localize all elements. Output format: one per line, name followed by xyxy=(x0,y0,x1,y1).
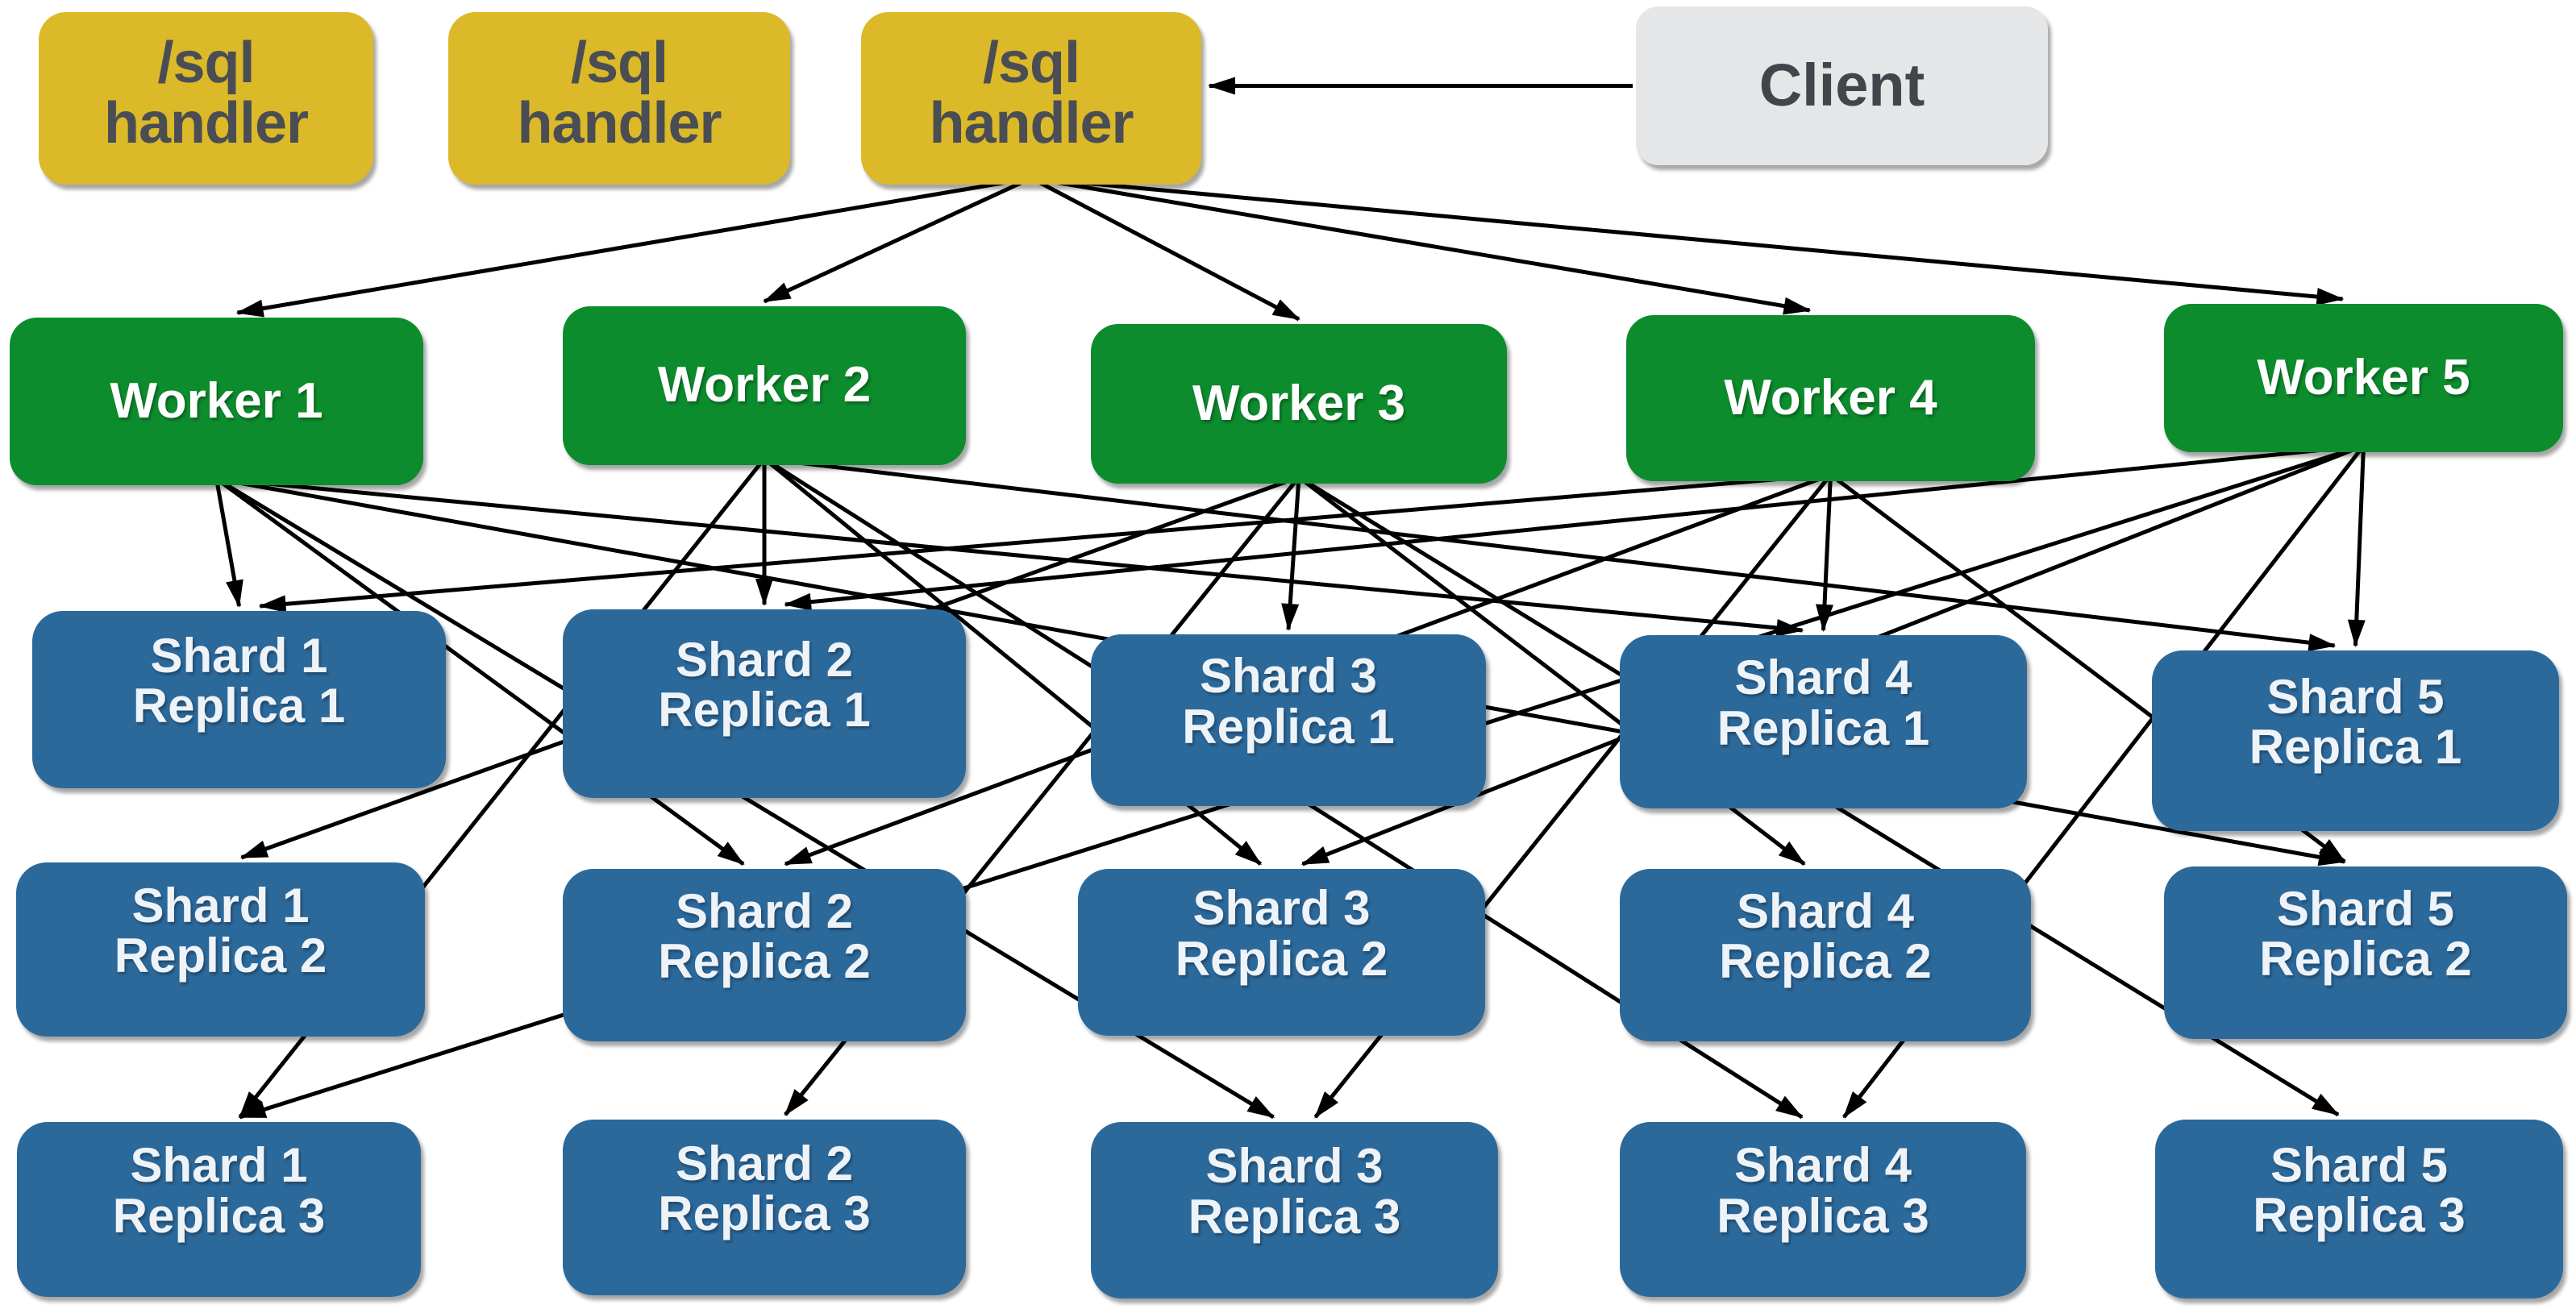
node-s4r1: Shard 4 Replica 1 xyxy=(1620,635,2027,808)
node-s5r1: Shard 5 Replica 1 xyxy=(2152,650,2559,831)
shard-label: Shard 2 Replica 1 xyxy=(658,632,871,737)
node-s2r3: Shard 2 Replica 3 xyxy=(563,1120,966,1295)
node-worker5: Worker 5 xyxy=(2164,304,2563,452)
handler-label: /sql handler xyxy=(517,31,722,156)
handler-label: /sql handler xyxy=(103,31,309,156)
node-s4r3: Shard 4 Replica 3 xyxy=(1620,1122,2026,1297)
edge-worker4-s1r1 xyxy=(258,472,1831,613)
edge-worker2-s5r1 xyxy=(764,456,2337,652)
node-s1r3: Shard 1 Replica 3 xyxy=(17,1122,421,1297)
edge-worker1-s1r1 xyxy=(214,478,243,608)
node-s5r2: Shard 5 Replica 2 xyxy=(2164,866,2567,1039)
edge-worker5-s2r1 xyxy=(784,443,2364,611)
shard-label: Shard 3 Replica 2 xyxy=(1175,881,1388,986)
node-s1r2: Shard 1 Replica 2 xyxy=(16,862,425,1037)
node-s3r2: Shard 3 Replica 2 xyxy=(1078,869,1485,1036)
node-s1r1: Shard 1 Replica 1 xyxy=(32,611,446,788)
node-handler3: /sql handler xyxy=(861,12,1201,185)
shard-label: Shard 4 Replica 3 xyxy=(1717,1138,1929,1243)
node-s3r1: Shard 3 Replica 1 xyxy=(1091,634,1486,806)
edge-worker1-s4r1 xyxy=(216,476,1804,637)
edge-worker3-s3r1 xyxy=(1281,476,1301,631)
shard-label: Shard 4 Replica 2 xyxy=(1719,883,1932,988)
handler-label: /sql handler xyxy=(929,31,1134,156)
node-handler1: /sql handler xyxy=(39,12,373,185)
shard-label: Shard 1 Replica 1 xyxy=(132,628,346,733)
edge-worker5-s5r1 xyxy=(2347,445,2366,647)
edge-handler3-worker2 xyxy=(763,176,1033,304)
node-worker1: Worker 1 xyxy=(10,318,423,485)
edge-worker4-s4r1 xyxy=(1816,474,1833,632)
worker-label: Worker 1 xyxy=(110,372,323,429)
node-client: Client xyxy=(1636,6,2048,165)
edge-handler3-worker3 xyxy=(1030,176,1300,322)
worker-label: Worker 4 xyxy=(1724,369,1937,426)
worker-label: Worker 2 xyxy=(657,357,872,413)
node-handler2: /sql handler xyxy=(448,12,790,185)
node-s2r2: Shard 2 Replica 2 xyxy=(563,869,966,1041)
shard-label: Shard 5 Replica 1 xyxy=(2249,669,2462,774)
shard-label: Shard 4 Replica 1 xyxy=(1717,650,1930,755)
node-s2r1: Shard 2 Replica 1 xyxy=(563,609,966,798)
shard-label: Shard 1 Replica 3 xyxy=(112,1138,326,1243)
worker-label: Worker 5 xyxy=(2257,349,2470,405)
node-s5r3: Shard 5 Replica 3 xyxy=(2155,1120,2563,1299)
shard-label: Shard 5 Replica 3 xyxy=(2253,1137,2466,1242)
shard-label: Shard 3 Replica 3 xyxy=(1188,1139,1401,1244)
node-worker3: Worker 3 xyxy=(1091,324,1507,484)
node-worker2: Worker 2 xyxy=(563,306,966,465)
node-s4r2: Shard 4 Replica 2 xyxy=(1620,869,2031,1041)
client-label: Client xyxy=(1758,52,1925,119)
shard-label: Shard 2 Replica 2 xyxy=(658,883,871,988)
shard-label: Shard 2 Replica 3 xyxy=(658,1136,871,1240)
edge-handler3-worker1 xyxy=(235,176,1032,318)
edge-handler3-worker4 xyxy=(1030,176,1812,315)
shard-label: Shard 3 Replica 1 xyxy=(1182,649,1395,754)
shard-label: Shard 5 Replica 2 xyxy=(2259,881,2472,986)
worker-label: Worker 3 xyxy=(1192,375,1406,431)
node-s3r3: Shard 3 Replica 3 xyxy=(1091,1122,1498,1299)
node-worker4: Worker 4 xyxy=(1626,315,2035,481)
edge-handler3-worker5 xyxy=(1030,176,2345,306)
shard-label: Shard 1 Replica 2 xyxy=(114,878,327,983)
